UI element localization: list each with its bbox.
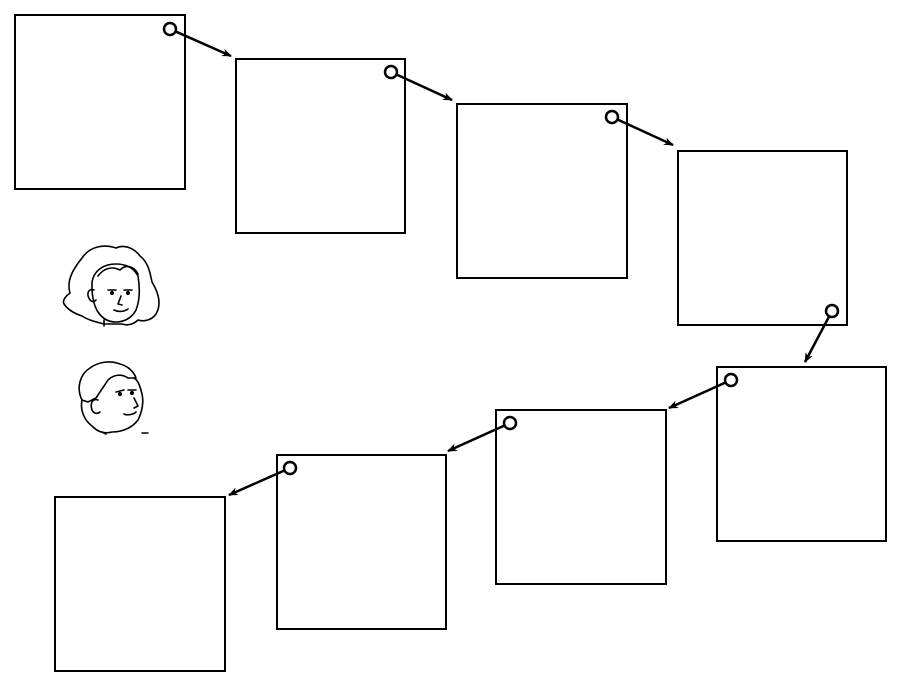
connector-node [725,374,737,386]
connector-node [164,23,176,35]
connector-node [385,66,397,78]
boy-face-icon [79,362,148,434]
connector-node [284,462,296,474]
panel-1 [15,15,185,189]
connector-node [606,111,618,123]
connector-node [504,417,516,429]
panels [15,15,886,671]
girl-face-icon [63,246,159,326]
panel-5 [717,367,886,541]
panel-2 [236,59,405,233]
connector-node [826,305,838,317]
panel-8 [55,497,225,671]
panel-4 [678,151,847,325]
panel-3 [457,104,627,278]
panel-7 [277,455,446,629]
panel-6 [496,410,666,584]
